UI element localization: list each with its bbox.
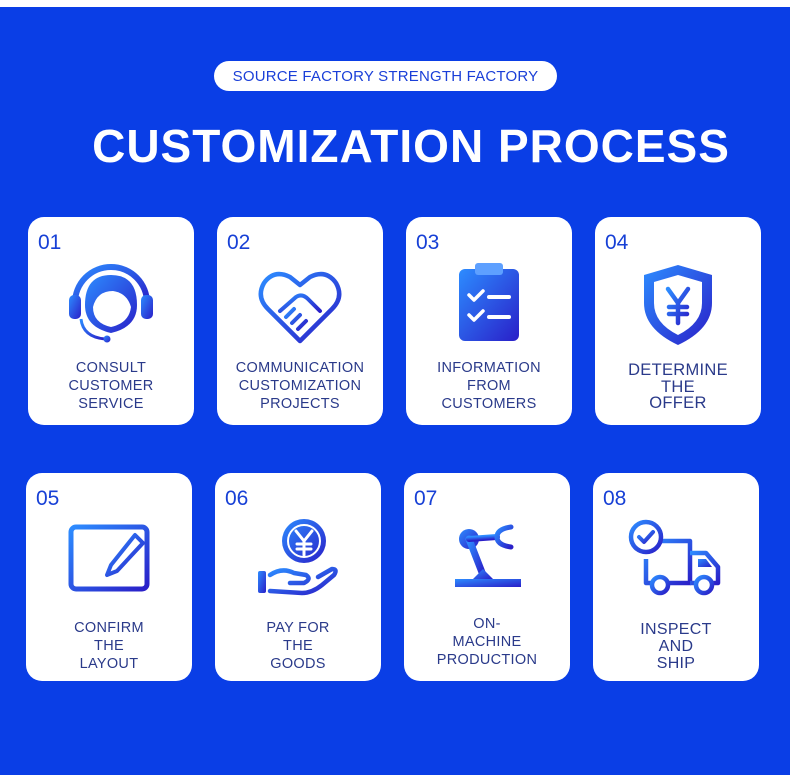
step-number: 02 (227, 231, 251, 254)
step-number: 07 (414, 487, 438, 510)
clipboard-checklist-icon (439, 257, 539, 347)
step-number: 03 (416, 231, 440, 254)
headset-support-icon (61, 257, 161, 347)
step-number: 05 (36, 487, 60, 510)
handshake-heart-icon (250, 257, 350, 347)
subtitle-pill: SOURCE FACTORY STRENGTH FACTORY (214, 61, 557, 91)
step-number: 06 (225, 487, 249, 510)
page-title: CUSTOMIZATION PROCESS (92, 120, 730, 172)
step-number: 08 (603, 487, 627, 510)
step-number: 04 (605, 231, 629, 254)
robot-arm-icon (437, 513, 537, 603)
step-number: 01 (38, 231, 62, 254)
yen-coin-hand-icon (248, 513, 348, 603)
document-edit-icon (59, 513, 159, 603)
delivery-truck-check-icon (626, 513, 726, 603)
yen-shield-icon (628, 257, 728, 347)
